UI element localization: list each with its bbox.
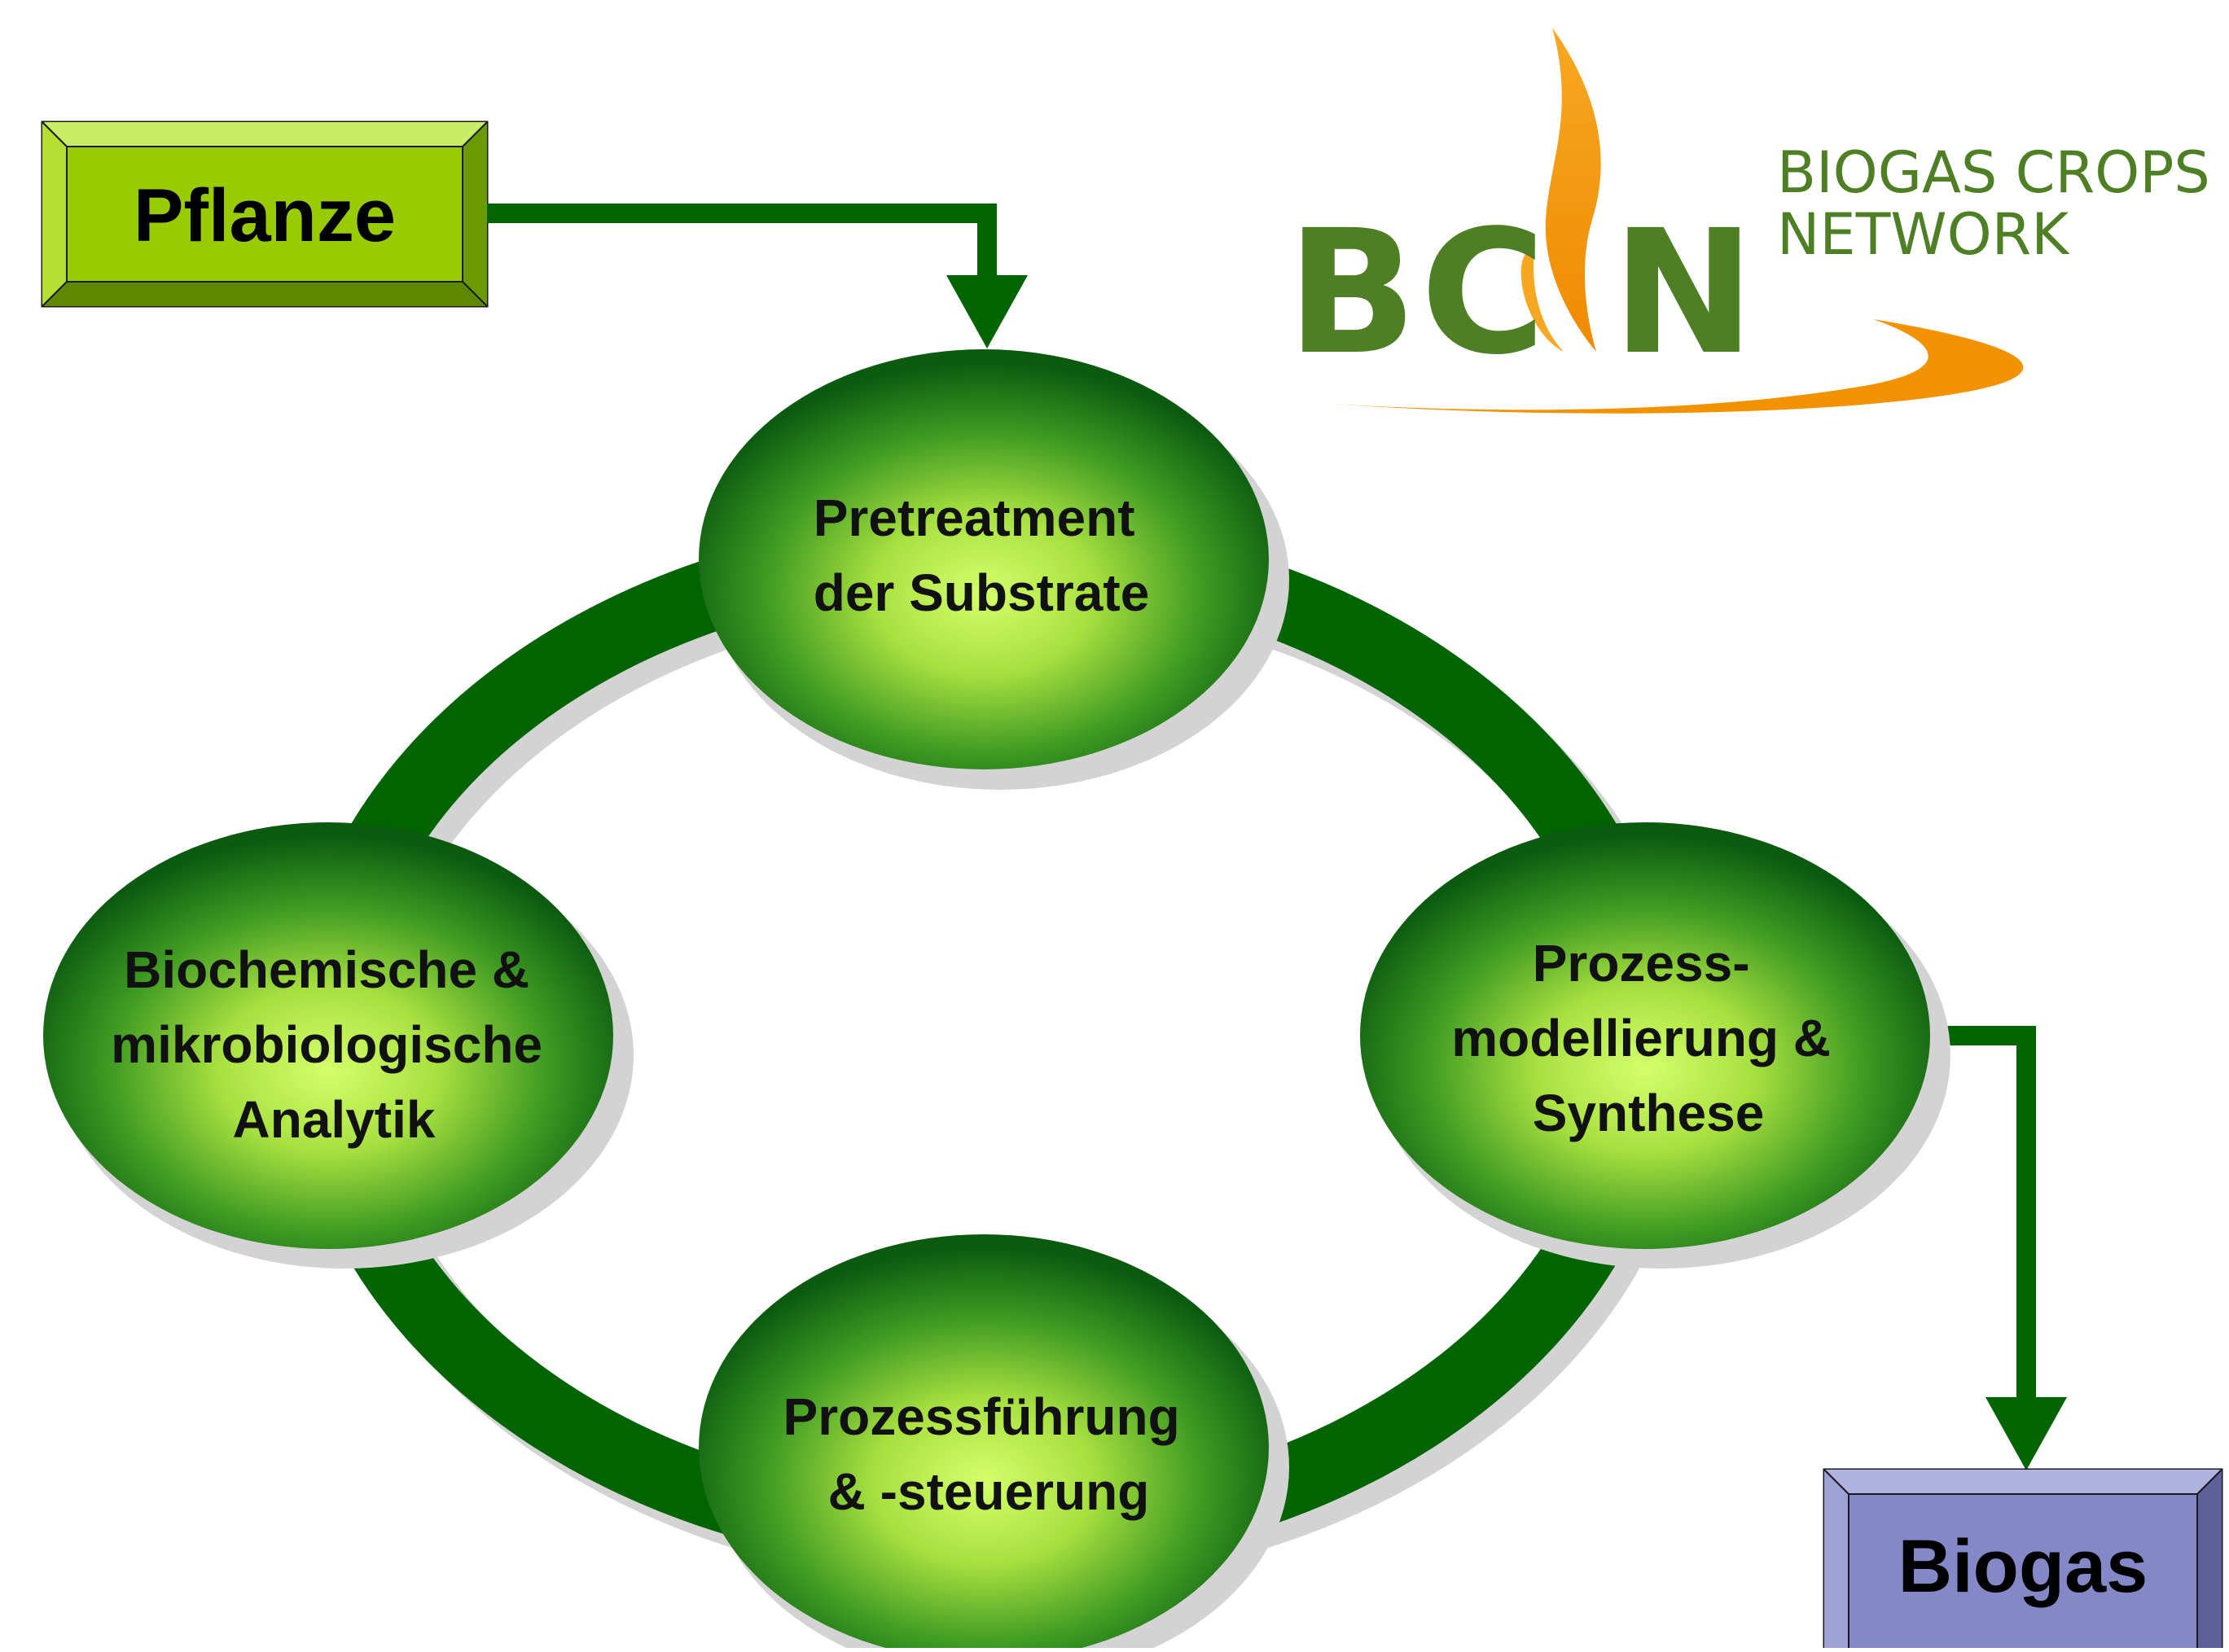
node-label-prozessmodellierung: Prozess- modellierung & Synthese <box>1451 934 1845 1142</box>
logo-flame-icon <box>1545 28 1601 352</box>
bcn-logo: BC N BIOGAS CROPS NETWORK <box>1287 28 2210 414</box>
output-box-biogas: Biogas <box>1823 1468 2223 1652</box>
cycle-node-prozessmodellierung: Prozess- modellierung & Synthese <box>1360 822 1950 1269</box>
cycle-node-pretreatment: Pretreatment der Substrate <box>699 349 1289 790</box>
logo-letters: BC N <box>1287 193 1758 392</box>
output-connector-arrow <box>1930 1026 2067 1470</box>
logo-swoosh <box>1332 319 2024 414</box>
cycle-node-analytik: Biochemische & mikrobiologische Analytik <box>43 822 634 1269</box>
cycle-node-prozessfuehrung: Prozessführung & -steuerung <box>699 1234 1289 1652</box>
logo-name-line1: BIOGAS CROPS <box>1777 139 2210 206</box>
input-box-pflanze: Pflanze <box>41 121 489 308</box>
logo-name-line2: NETWORK <box>1777 201 2070 268</box>
node-label-prozessfuehrung: Prozessführung & -steuerung <box>783 1387 1195 1521</box>
input-box-label: Pflanze <box>134 174 396 257</box>
input-connector-arrow <box>487 204 1028 348</box>
node-label-analytik: Biochemische & mikrobiologische Analytik <box>111 940 557 1149</box>
node-label-pretreatment: Pretreatment der Substrate <box>814 489 1150 622</box>
output-box-label: Biogas <box>1898 1525 2148 1608</box>
